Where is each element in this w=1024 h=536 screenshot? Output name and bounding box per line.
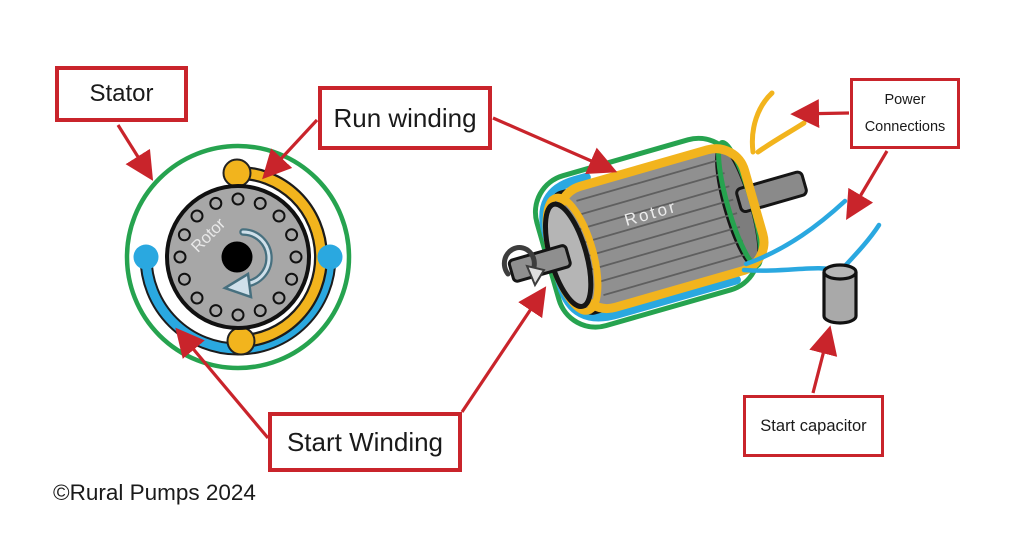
start-capacitor-cylinder [822, 263, 858, 325]
start-power-wire [743, 198, 848, 267]
power-leader-arrow-yellow [790, 99, 850, 128]
start-capacitor-label: Start capacitor [760, 416, 867, 435]
run-power-wire-2 [755, 120, 807, 155]
shaft-rotation-arrow-icon [501, 245, 546, 288]
run-winding-label-box: Run winding [318, 86, 492, 150]
start-winding-label: Start Winding [286, 426, 444, 457]
run-winding-leader-arrow-right [492, 116, 618, 174]
start-to-capacitor-wire [741, 266, 839, 274]
run-winding-terminal-bottom [226, 326, 256, 356]
power-connections-label-line2: Connections [864, 119, 946, 135]
rotor-shaft-hole [221, 241, 253, 273]
lamination-lines [576, 158, 746, 296]
run-power-wire-1 [749, 90, 775, 155]
power-connections-label-line1: Power [884, 92, 926, 108]
motor-3d-view: Rotor [507, 135, 808, 330]
rotor-bolt-circle [173, 192, 303, 322]
run-winding-terminal-top [222, 158, 252, 188]
start-winding-leader-arrow-left [175, 327, 270, 440]
start-capacitor-leader-arrow [809, 325, 838, 394]
stator-leader-arrow [116, 124, 154, 181]
power-connections-label-box: Power Connections [850, 78, 960, 149]
motor-shaft-front [507, 244, 572, 283]
power-leader-arrow-blue [846, 150, 889, 220]
start-winding-terminal-right [317, 244, 343, 270]
rotation-arrow-icon [222, 228, 273, 299]
start-winding-terminal-left [133, 244, 159, 270]
run-winding-label: Run winding [333, 102, 477, 133]
stator-label: Stator [89, 80, 154, 107]
stator-label-box: Stator [55, 66, 188, 122]
capacitor-power-wire [841, 222, 882, 270]
start-winding-label-box: Start Winding [268, 412, 462, 472]
start-winding-leader-arrow-right [460, 286, 547, 413]
start-capacitor-label-box: Start capacitor [743, 395, 884, 457]
copyright-text: ©Rural Pumps 2024 [53, 480, 256, 505]
stator-cross-section: Rotor [124, 143, 352, 371]
run-winding-leader-arrow-left [262, 118, 319, 180]
leader-arrows [116, 99, 889, 440]
stator-ring [124, 143, 352, 371]
